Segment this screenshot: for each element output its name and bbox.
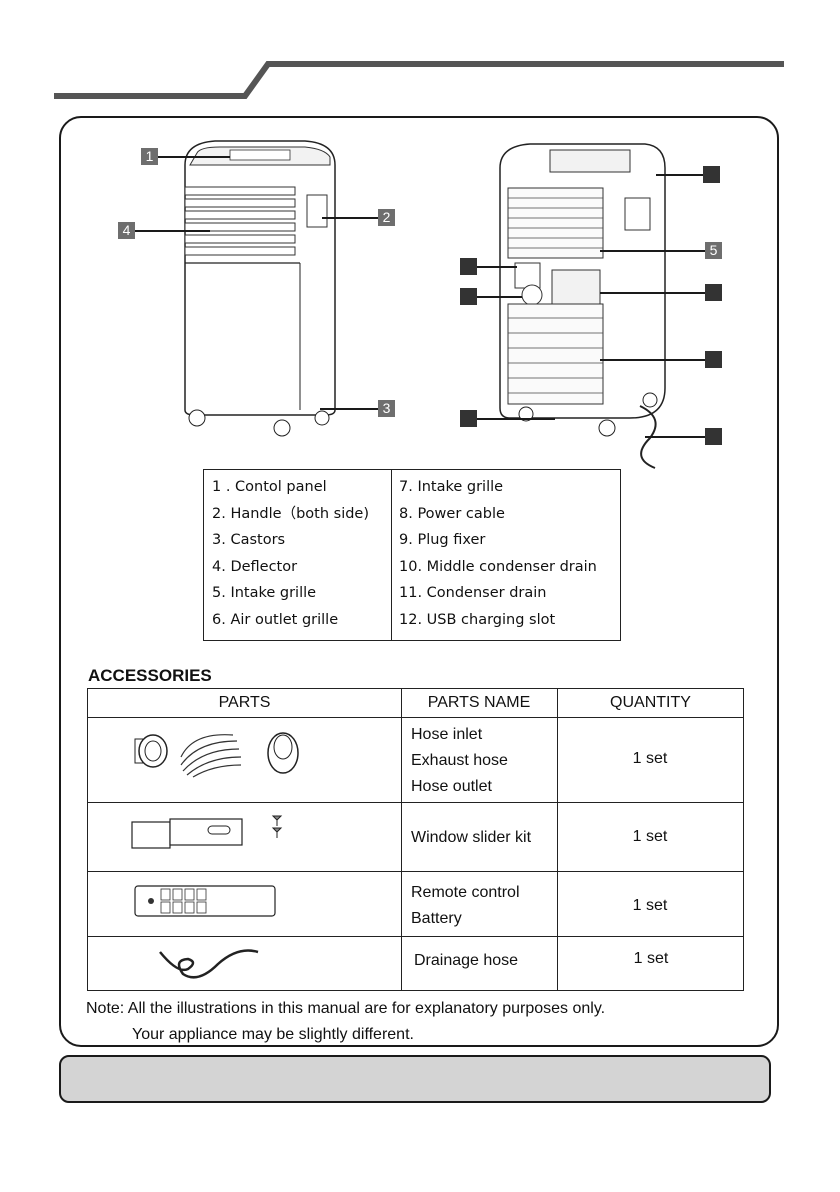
quantity-remote-control: 1 set: [632, 897, 668, 914]
parts-list-item: 2. Handle（both side): [212, 505, 370, 522]
parts-list-item: 5. Intake grille: [212, 585, 317, 601]
parts-list-item: 12. USB charging slot: [399, 611, 556, 628]
window-slider-image: [131, 815, 283, 849]
quantity-hose-kit: 1 set: [632, 750, 668, 767]
parts-list-item: 3. Castors: [212, 532, 286, 548]
part-name-window-slider: Window slider kit: [411, 829, 532, 846]
header-quantity: QUANTITY: [610, 694, 691, 711]
callout-blank-a: [703, 166, 720, 183]
callout-5: 5: [705, 242, 722, 259]
front-unit-illustration: [184, 140, 336, 437]
callout-blank-b: [460, 258, 477, 275]
header-parts: PARTS: [218, 694, 271, 711]
parts-list-item: 9. Plug fixer: [399, 532, 486, 548]
parts-list-item: 10. Middle condenser drain: [399, 558, 597, 575]
content-frame: [59, 116, 779, 1047]
parts-list-item: 6. Air outlet grille: [212, 611, 339, 628]
drainage-hose-image: [159, 949, 259, 979]
remote-control-image: [134, 885, 276, 917]
parts-list-item: 4. Deflector: [212, 558, 298, 575]
callout-1: 1: [141, 148, 158, 165]
quantity-window-slider: 1 set: [632, 828, 668, 845]
header-parts-name: PARTS NAME: [427, 694, 531, 711]
parts-list-item: 8. Power cable: [399, 505, 505, 522]
part-name-drainage-hose: Drainage hose: [414, 952, 519, 969]
header-rule: [54, 61, 784, 99]
callout-blank-e: [705, 351, 722, 368]
parts-list-right-column: 7. Intake grille 8. Power cable 9. Plug …: [399, 474, 597, 633]
callout-3: 3: [378, 400, 395, 417]
parts-list-item: 7. Intake grille: [399, 479, 504, 495]
callout-4: 4: [118, 222, 135, 239]
parts-list-item: 1 . Contol panel: [212, 479, 327, 495]
callout-blank-g: [705, 428, 722, 445]
quantity-drainage-hose: 1 set: [633, 950, 669, 967]
parts-list-left-column: 1 . Contol panel 2. Handle（both side) 3.…: [212, 474, 369, 633]
accessories-table: PARTS PARTS NAME QUANTITY Hose inlet Exh…: [87, 688, 744, 991]
note-line-2: Your appliance may be slightly different…: [132, 1026, 414, 1043]
callout-blank-d: [705, 284, 722, 301]
back-unit-illustration: [499, 143, 666, 469]
note-line-1: Note: All the illustrations in this manu…: [86, 1000, 606, 1017]
callout-blank-f: [460, 410, 477, 427]
footer-bar: [59, 1055, 771, 1103]
callout-2: 2: [378, 209, 395, 226]
parts-list-item: 11. Condenser drain: [399, 585, 547, 601]
callout-blank-c: [460, 288, 477, 305]
part-name-remote-control: Remote control Battery: [411, 884, 520, 927]
parts-list-table: 1 . Contol panel 2. Handle（both side) 3.…: [203, 469, 621, 641]
part-name-hose-kit: Hose inlet Exhaust hose Hose outlet: [411, 726, 508, 795]
hose-kit-image: [134, 732, 299, 778]
accessories-title: ACCESSORIES: [88, 666, 212, 685]
